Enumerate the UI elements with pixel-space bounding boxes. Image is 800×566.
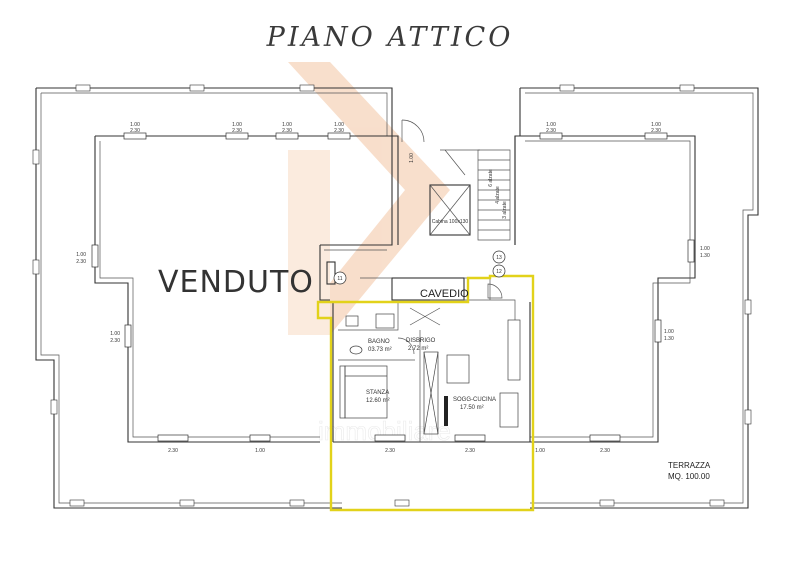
svg-text:1.00: 1.00 <box>232 122 242 128</box>
apartment-highlight <box>316 274 535 512</box>
svg-text:4 alzate: 4 alzate <box>495 186 501 204</box>
room-terrazza: TERRAZZA <box>668 461 711 470</box>
plan-title: PIANO ATTICO <box>266 22 514 53</box>
svg-text:2.30: 2.30 <box>232 128 242 134</box>
svg-text:1.00: 1.00 <box>255 448 265 454</box>
svg-text:2.30: 2.30 <box>168 448 178 454</box>
svg-text:3 alzate: 3 alzate <box>502 201 508 219</box>
windows-top <box>75 84 695 140</box>
room-bagno: BAGNO <box>368 339 390 345</box>
svg-text:2.30: 2.30 <box>110 338 120 344</box>
room-disbrigo: DISBRIGO <box>406 338 436 344</box>
svg-text:11: 11 <box>337 276 342 282</box>
svg-text:1.00: 1.00 <box>76 252 86 258</box>
room-cavedio: CAVEDIO <box>420 288 469 300</box>
svg-text:2.30: 2.30 <box>546 128 556 134</box>
sold-label: VENDUTO <box>158 265 314 300</box>
windows-side <box>32 149 752 425</box>
svg-text:2.30: 2.30 <box>282 128 292 134</box>
svg-text:2.30: 2.30 <box>130 128 140 134</box>
svg-text:1.00: 1.00 <box>110 331 120 337</box>
right-wing-walls <box>514 87 759 509</box>
svg-text:1.00: 1.00 <box>664 329 674 335</box>
svg-text:1.00: 1.00 <box>409 153 415 163</box>
svg-text:2.30: 2.30 <box>76 259 86 265</box>
svg-text:1.00: 1.00 <box>334 122 344 128</box>
room-soggiorno-area: 17.50 m² <box>460 405 484 411</box>
apartment-interior <box>332 283 531 443</box>
svg-text:2.30: 2.30 <box>600 448 610 454</box>
svg-text:2.30: 2.30 <box>385 448 395 454</box>
svg-text:1.00: 1.00 <box>651 122 661 128</box>
svg-text:1.00: 1.00 <box>282 122 292 128</box>
room-soggiorno: SOGG-CUCINA <box>453 397 496 403</box>
room-disbrigo-area: 2.72 m² <box>408 346 428 352</box>
svg-text:1.00: 1.00 <box>535 448 545 454</box>
markers: 11 12 13 <box>333 250 506 285</box>
svg-text:1.30: 1.30 <box>700 253 710 259</box>
room-stanza: STANZA <box>366 390 389 396</box>
stair-core: Cabina 100x130 6 alzate 4 alzate 3 alzat… <box>392 119 516 245</box>
svg-text:Cabina 100x130: Cabina 100x130 <box>432 219 469 225</box>
svg-text:1.00: 1.00 <box>546 122 556 128</box>
svg-text:1.30: 1.30 <box>664 336 674 342</box>
svg-text:2.30: 2.30 <box>651 128 661 134</box>
svg-text:2.30: 2.30 <box>465 448 475 454</box>
svg-text:12: 12 <box>496 269 502 275</box>
svg-text:1.00: 1.00 <box>130 122 140 128</box>
svg-text:2.30: 2.30 <box>334 128 344 134</box>
room-terrazza-area: MQ. 100.00 <box>668 472 710 481</box>
window-dimensions: 1.00 2.30 1.00 2.30 1.00 2.30 1.00 2.30 … <box>76 122 710 454</box>
room-bagno-area: 03.73 m² <box>368 347 392 353</box>
svg-text:6 alzate: 6 alzate <box>488 169 494 187</box>
svg-text:1.00: 1.00 <box>700 246 710 252</box>
room-stanza-area: 12.60 m² <box>366 398 390 404</box>
windows-bottom <box>69 434 725 507</box>
svg-text:13: 13 <box>496 255 502 261</box>
